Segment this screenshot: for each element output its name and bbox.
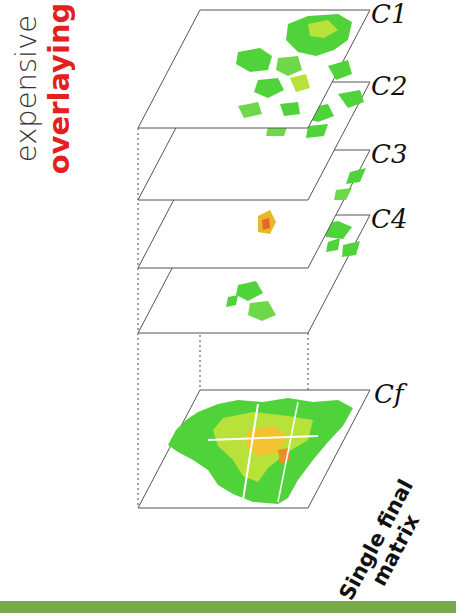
- result-note: Single final matrix: [334, 473, 439, 613]
- layer-c1: [138, 10, 370, 128]
- layer-label: C4: [371, 206, 407, 232]
- footer-bar: [0, 601, 456, 613]
- final-layer: [138, 390, 370, 508]
- side-emphasis: overlaying: [45, 2, 74, 174]
- layer-label: C1: [371, 1, 407, 27]
- layer-label: Cf: [374, 381, 404, 407]
- side-note: expensive: [12, 14, 41, 161]
- layer-label: C3: [371, 141, 407, 167]
- layer-label: C2: [371, 73, 407, 99]
